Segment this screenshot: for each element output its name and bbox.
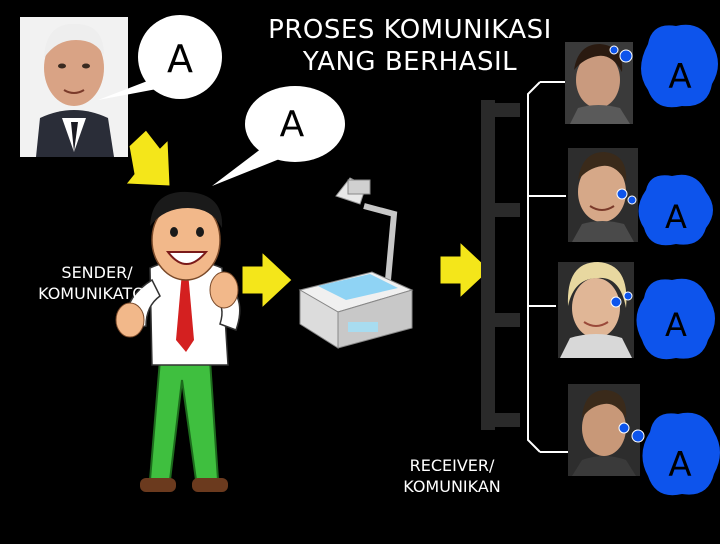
bubble-letter-sender: A	[167, 37, 193, 81]
bubble-letter-center: A	[280, 104, 305, 145]
receiver-portrait-2	[568, 148, 638, 242]
sender-caption-line-1: SENDER/	[4, 262, 190, 283]
arrow-down-right	[126, 130, 170, 186]
arrow-right-1	[242, 252, 292, 308]
bubble-letter-receiver-4: A	[668, 445, 691, 485]
sender-caption: SENDER/ KOMUNIKATOR	[4, 262, 190, 304]
receiver-caption-line-2: KOMUNIKAN	[372, 476, 532, 497]
receiver-portrait-4	[568, 384, 640, 476]
receiver-caption: RECEIVER/ KOMUNIKAN	[372, 455, 532, 497]
receiver-portrait-3	[558, 262, 634, 358]
speech-bubble-center: A	[212, 86, 345, 186]
bubble-letter-receiver-3: A	[665, 306, 687, 344]
bubble-letter-receiver-1: A	[668, 57, 691, 97]
overhead-projector	[300, 178, 412, 348]
receiver-caption-line-1: RECEIVER/	[372, 455, 532, 476]
speaker-portrait	[20, 17, 128, 157]
title-line-2: YANG BERHASIL	[232, 46, 588, 78]
page-title: PROSES KOMUNIKASI YANG BERHASIL	[232, 14, 588, 78]
faint-bracket	[488, 100, 520, 430]
title-line-1: PROSES KOMUNIKASI	[232, 14, 588, 46]
sender-caption-line-2: KOMUNIKATOR	[4, 283, 190, 304]
sender-cartoon	[116, 192, 240, 492]
bubble-letter-receiver-2: A	[665, 198, 687, 236]
